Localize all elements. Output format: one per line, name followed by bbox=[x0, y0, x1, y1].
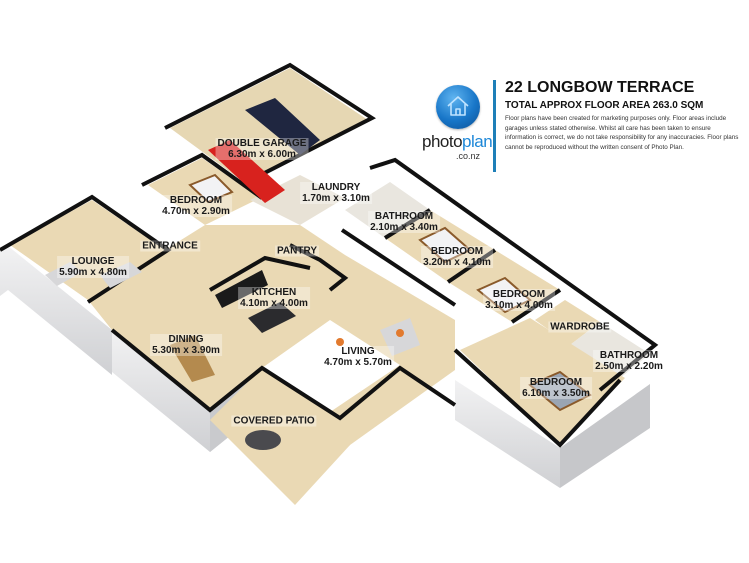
wall-wing-left bbox=[340, 228, 457, 307]
room-name: BEDROOM bbox=[529, 377, 583, 388]
room-name: BEDROOM bbox=[430, 246, 484, 257]
bed-1 bbox=[188, 173, 234, 204]
room-label-covered-patio: COVERED PATIO bbox=[231, 415, 317, 427]
room-name: DOUBLE GARAGE bbox=[217, 138, 307, 149]
brand-name-part2: plan bbox=[462, 132, 493, 151]
room-label-double-garage: DOUBLE GARAGE 6.30m x 6.00m bbox=[215, 138, 309, 160]
room-label-lounge: LOUNGE 5.90m x 4.80m bbox=[57, 256, 129, 278]
brand-name-part1: photo bbox=[422, 132, 463, 151]
floor-laundry bbox=[250, 175, 345, 225]
living-cushion bbox=[396, 329, 404, 337]
room-name: WARDROBE bbox=[550, 321, 610, 333]
room-label-pantry: PANTRY bbox=[275, 245, 319, 257]
room-dims: 6.30m x 6.00m bbox=[228, 149, 296, 160]
wall-bed4-top bbox=[510, 288, 562, 324]
property-info: 22 LONGBOW TERRACE TOTAL APPROX FLOOR AR… bbox=[505, 78, 740, 152]
room-dims: 3.10m x 4.00m bbox=[485, 300, 553, 311]
room-label-bedroom-3: BEDROOM 3.10m x 4.00m bbox=[483, 289, 555, 311]
room-label-living: LIVING 4.70m x 5.70m bbox=[322, 346, 394, 368]
room-dims: 5.90m x 4.80m bbox=[59, 267, 127, 278]
room-name: COVERED PATIO bbox=[233, 415, 315, 427]
floor-wardrobe bbox=[535, 300, 600, 345]
room-name: LAUNDRY bbox=[311, 182, 361, 193]
room-label-bedroom-1: BEDROOM 4.70m x 2.90m bbox=[160, 195, 232, 217]
wall-kitchen bbox=[208, 255, 311, 292]
room-label-bathroom-1: BATHROOM 2.10m x 3.40m bbox=[368, 211, 440, 233]
wall-wing-top bbox=[369, 157, 659, 392]
room-dims: 5.30m x 3.90m bbox=[152, 345, 220, 356]
room-dims: 4.10m x 4.00m bbox=[240, 298, 308, 309]
header-divider bbox=[493, 80, 496, 172]
dining-table bbox=[170, 335, 215, 382]
room-dims: 2.10m x 3.40m bbox=[370, 222, 438, 233]
kitchen-island bbox=[248, 302, 296, 333]
room-name: KITCHEN bbox=[251, 287, 297, 298]
room-label-bathroom-2: BATHROOM 2.50m x 2.20m bbox=[593, 350, 665, 372]
bed-3 bbox=[476, 276, 532, 314]
wall-main-lower bbox=[110, 328, 457, 421]
brand-logo: photoplan .co.nz bbox=[422, 82, 498, 172]
living-cushion-2 bbox=[336, 338, 344, 346]
disclaimer: Floor plans have been created for market… bbox=[505, 115, 739, 151]
room-label-bedroom-2: BEDROOM 3.20m x 4.10m bbox=[421, 246, 493, 268]
room-dims: 6.10m x 3.50m bbox=[522, 388, 590, 399]
wall-pantry bbox=[289, 243, 349, 292]
room-name: BEDROOM bbox=[169, 195, 223, 206]
wall-face-lounge bbox=[0, 246, 112, 375]
brand-tld: .co.nz bbox=[456, 151, 481, 161]
room-dims: 4.70m x 2.90m bbox=[162, 206, 230, 217]
wall-tops bbox=[0, 62, 659, 448]
car-red bbox=[208, 140, 285, 203]
furniture bbox=[45, 98, 592, 450]
bed-2 bbox=[418, 226, 472, 264]
wall-bedroom-1 bbox=[141, 152, 264, 200]
floor-main bbox=[88, 225, 455, 495]
room-dims: 3.20m x 4.10m bbox=[423, 257, 491, 268]
wall-bed3-div bbox=[446, 248, 497, 284]
room-dims: 2.50m x 2.20m bbox=[595, 361, 663, 372]
room-label-bedroom-4: BEDROOM 6.10m x 3.50m bbox=[520, 377, 592, 399]
property-title: 22 LONGBOW TERRACE bbox=[505, 79, 695, 96]
room-label-kitchen: KITCHEN 4.10m x 4.00m bbox=[238, 287, 310, 309]
wall-bed4-bottom bbox=[453, 348, 622, 448]
room-name: DINING bbox=[168, 334, 204, 345]
car-blue bbox=[245, 98, 320, 155]
wall-face-right-end bbox=[560, 384, 650, 488]
room-name: PANTRY bbox=[277, 245, 317, 257]
room-name: LIVING bbox=[341, 346, 375, 357]
room-name: ENTRANCE bbox=[142, 240, 198, 252]
wall-bed2-div bbox=[383, 208, 432, 240]
floor-bathroom-1 bbox=[345, 182, 430, 238]
patio-table bbox=[245, 430, 281, 450]
wall-garage bbox=[164, 62, 376, 185]
wall-face-bedroom-wing bbox=[455, 380, 560, 488]
room-name: BEDROOM bbox=[492, 289, 546, 300]
room-dims: 4.70m x 5.70m bbox=[324, 357, 392, 368]
kitchen-bench bbox=[215, 270, 268, 308]
room-label-entrance: ENTRANCE bbox=[140, 240, 200, 252]
room-dims: 1.70m x 3.10m bbox=[302, 193, 370, 204]
lounge-sofa-2 bbox=[100, 262, 142, 288]
room-label-wardrobe: WARDROBE bbox=[548, 321, 612, 333]
room-name: BATHROOM bbox=[374, 211, 434, 222]
floor-area: TOTAL APPROX FLOOR AREA 263.0 SQM bbox=[505, 100, 704, 111]
brand-name: photoplan bbox=[422, 132, 493, 152]
lounge-sofa bbox=[45, 262, 82, 286]
room-name: BATHROOM bbox=[599, 350, 659, 361]
room-label-laundry: LAUNDRY 1.70m x 3.10m bbox=[300, 182, 372, 204]
house-icon bbox=[436, 85, 480, 129]
room-name: LOUNGE bbox=[71, 256, 115, 267]
room-label-dining: DINING 5.30m x 3.90m bbox=[150, 334, 222, 356]
bed-4 bbox=[528, 370, 592, 412]
